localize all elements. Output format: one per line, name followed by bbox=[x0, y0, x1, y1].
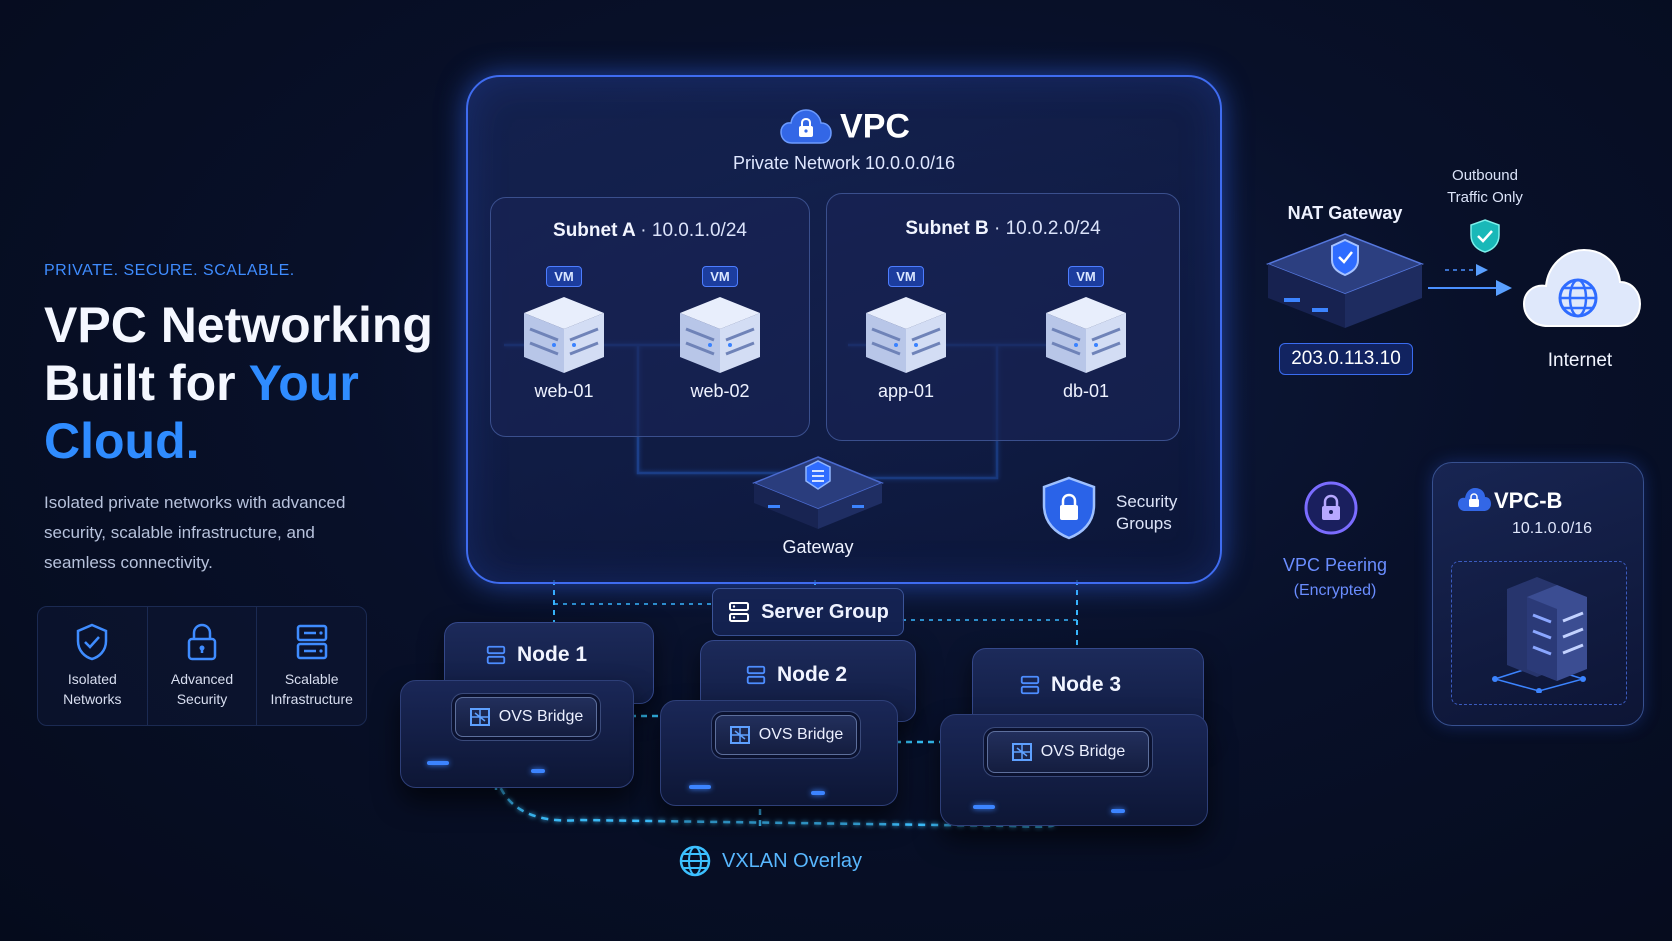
nat-public-ip: 203.0.113.10 bbox=[1279, 343, 1413, 375]
vpc-peering-label: VPC Peering bbox=[1282, 555, 1388, 575]
node-title: Node 1 bbox=[485, 643, 587, 667]
cloud-lock-icon bbox=[780, 109, 832, 144]
vm-badge: VM bbox=[702, 266, 738, 287]
server-cube-icon bbox=[680, 297, 760, 373]
node-title: Node 2 bbox=[745, 663, 847, 687]
gateway-device-icon[interactable] bbox=[748, 453, 888, 533]
server-rack-icon bbox=[1492, 577, 1587, 693]
subnet-b-title: Subnet B · 10.0.2.0/24 bbox=[905, 218, 1101, 239]
gateway-label: Gateway bbox=[782, 537, 854, 557]
vm-db-01[interactable]: VM db-01 bbox=[1031, 266, 1141, 402]
vm-badge: VM bbox=[546, 266, 582, 287]
server-cube-icon bbox=[1046, 297, 1126, 373]
vm-app-01[interactable]: VM app-01 bbox=[851, 266, 961, 402]
nat-gateway-title: NAT Gateway bbox=[1287, 203, 1403, 223]
subnet-b: Subnet B · 10.0.2.0/24 VM app-01 VM bbox=[826, 193, 1180, 441]
subnet-a: Subnet A · 10.0.1.0/24 VM web-01 VM bbox=[490, 197, 810, 437]
node-2-chassis: OVS Bridge bbox=[660, 700, 898, 806]
cloud-lock-icon bbox=[1458, 488, 1491, 511]
vm-badge: VM bbox=[1068, 266, 1104, 287]
security-shield-icon bbox=[1042, 476, 1096, 540]
network-switch-icon bbox=[469, 708, 490, 726]
vm-web-02[interactable]: VM web-02 bbox=[665, 266, 775, 402]
vm-name: app-01 bbox=[877, 381, 935, 401]
vm-name: web-02 bbox=[690, 381, 750, 401]
server-icon bbox=[1020, 675, 1040, 695]
server-stack-icon bbox=[296, 624, 327, 660]
hero-eyebrow: PRIVATE. SECURE. SCALABLE. bbox=[44, 262, 295, 279]
vpc-subtitle: Private Network 10.0.0.0/16 bbox=[732, 153, 956, 173]
vxlan-overlay-label: VXLAN Overlay bbox=[678, 844, 862, 878]
shield-check-icon bbox=[77, 623, 108, 661]
ovs-bridge[interactable]: OVS Bridge bbox=[715, 715, 857, 755]
server-cube-icon bbox=[524, 297, 604, 373]
vpc-b-cidr: 10.1.0.0/16 bbox=[1512, 520, 1593, 537]
server-cube-icon bbox=[866, 297, 946, 373]
ovs-bridge[interactable]: OVS Bridge bbox=[455, 697, 597, 737]
vpc-title: VPC bbox=[468, 105, 1220, 149]
network-switch-icon bbox=[1011, 743, 1032, 761]
vpc-container: VPC Private Network 10.0.0.0/16 Subnet A… bbox=[466, 75, 1222, 584]
node-title: Node 3 bbox=[1019, 673, 1121, 697]
network-switch-icon bbox=[729, 726, 750, 744]
internet-label: Internet bbox=[1547, 350, 1613, 371]
ovs-bridge[interactable]: OVS Bridge bbox=[987, 731, 1149, 773]
server-icon bbox=[486, 645, 506, 665]
verified-shield-icon bbox=[1470, 219, 1500, 253]
hero-title: VPC Networking Built for Your Cloud. bbox=[44, 297, 433, 469]
vpc-peering-sublabel: (Encrypted) bbox=[1293, 582, 1377, 599]
server-icon bbox=[729, 602, 750, 622]
server-icon bbox=[746, 665, 766, 685]
vm-web-01[interactable]: VM web-01 bbox=[509, 266, 619, 402]
hero-description: Isolated private networks with advanced … bbox=[44, 493, 346, 572]
vpc-b-title: VPC-B bbox=[1494, 488, 1563, 513]
subnet-a-title: Subnet A · 10.0.1.0/24 bbox=[553, 220, 747, 241]
globe-icon bbox=[679, 845, 711, 877]
vm-name: db-01 bbox=[1062, 381, 1110, 401]
lock-icon bbox=[187, 623, 217, 661]
cloud-globe-icon bbox=[1522, 248, 1642, 327]
nat-gateway-device-icon[interactable] bbox=[1262, 230, 1428, 334]
vm-name: web-01 bbox=[534, 381, 594, 401]
peering-lock-icon bbox=[1304, 481, 1358, 535]
node-3-chassis: OVS Bridge bbox=[940, 714, 1208, 826]
server-group-label: Server Group bbox=[712, 588, 904, 636]
node-1-chassis: OVS Bridge bbox=[400, 680, 634, 788]
vm-badge: VM bbox=[888, 266, 924, 287]
